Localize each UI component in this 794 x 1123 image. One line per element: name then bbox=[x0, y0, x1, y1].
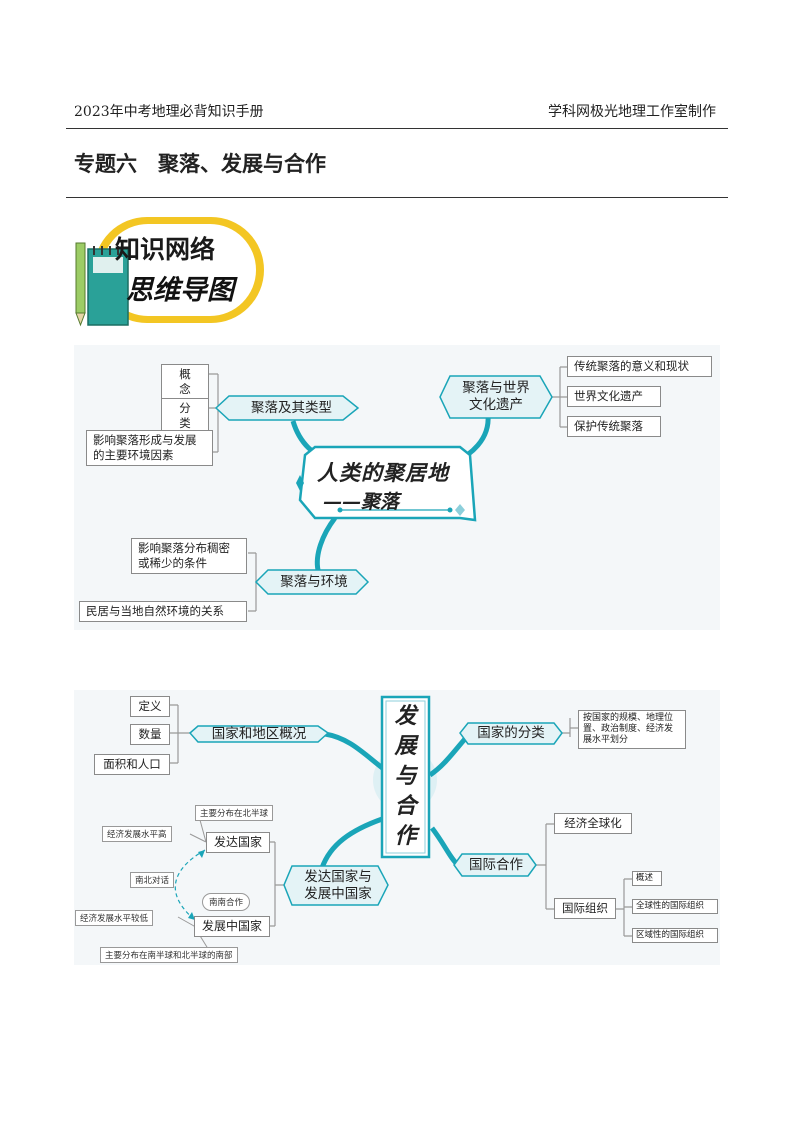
bracket-heritage bbox=[548, 366, 567, 428]
center-1-box bbox=[298, 445, 477, 522]
flower-icon-2 bbox=[455, 504, 465, 516]
leaf-developed-distribution: 主要分布在北半球 bbox=[195, 805, 274, 821]
title-rule bbox=[66, 197, 728, 198]
center-2-char-4: 合 bbox=[394, 793, 417, 819]
connector-dev bbox=[319, 815, 386, 869]
branch-classify-label: 国家的分类 bbox=[477, 725, 545, 741]
center-2-char-2: 展 bbox=[394, 733, 417, 759]
leaf-factors: 影响聚落形成与发展的主要环境因素 bbox=[86, 430, 213, 466]
badge-title-line1: 知识网络 bbox=[115, 235, 216, 264]
leaf-area-population: 面积和人口 bbox=[94, 754, 170, 775]
leaf-developed-economy: 经济发展水平高 bbox=[102, 826, 172, 842]
center-2: 发 展 与 合 作 bbox=[382, 697, 429, 857]
leaf-concept: 概 念 bbox=[161, 364, 209, 400]
leaf-protect-traditional: 保护传统聚落 bbox=[567, 416, 661, 437]
branch-heritage-line1: 聚落与世界 bbox=[462, 380, 530, 396]
branch-intl-label: 国际合作 bbox=[469, 856, 523, 873]
center-2-char-3: 与 bbox=[394, 763, 417, 789]
badge-graphic bbox=[75, 217, 264, 327]
center-1-line1: 人类的聚居地 bbox=[317, 460, 449, 485]
leaf-developing: 发展中国家 bbox=[194, 916, 270, 937]
branch-types-label: 聚落及其类型 bbox=[251, 399, 332, 416]
leaf-north-south-dialogue: 南北对话 bbox=[130, 872, 175, 888]
leaf-developing-distribution: 主要分布在南半球和北半球的南部 bbox=[100, 947, 238, 963]
center-1: 人类的聚居地 ——聚落 bbox=[305, 455, 477, 520]
center-2-char-1: 发 bbox=[394, 703, 417, 729]
badge-title-line2: 思维导图 bbox=[126, 275, 234, 306]
branch-heritage-box bbox=[439, 375, 553, 419]
leaf-quantity: 数量 bbox=[130, 724, 170, 745]
leaf-south-south-cooperation: 南南合作 bbox=[202, 893, 251, 911]
center-2-char-5: 作 bbox=[394, 823, 417, 849]
branch-dev-label: 发达国家与 发展中国家 bbox=[290, 866, 386, 905]
leaf-dwelling-relation: 民居与当地自然环境的关系 bbox=[79, 601, 247, 622]
branch-heritage-line2: 文化遗产 bbox=[469, 397, 523, 413]
leaf-distribution-conditions: 影响聚落分布稠密或稀少的条件 bbox=[131, 538, 247, 574]
branch-dev-line1: 发达国家与 bbox=[304, 868, 372, 885]
leaf-org-overview: 概述 bbox=[632, 871, 662, 886]
leaf-developing-economy: 经济发展水平较低 bbox=[75, 910, 154, 926]
leaf-classification-basis: 按国家的规模、地理位置、政治制度、经济发展水平划分 bbox=[578, 710, 686, 749]
leaf-definition: 定义 bbox=[130, 696, 170, 717]
leaf-world-heritage: 世界文化遗产 bbox=[567, 386, 661, 407]
leaf-globalization: 经济全球化 bbox=[554, 813, 632, 834]
connector-env bbox=[314, 516, 338, 571]
connector-overview bbox=[324, 731, 387, 772]
center-1-line2: ——聚落 bbox=[323, 491, 400, 513]
branch-heritage-label: 聚落与世界 文化遗产 bbox=[444, 376, 548, 418]
north-south-arrow bbox=[174, 849, 206, 921]
leaf-global-org: 全球性的国际组织 bbox=[632, 899, 718, 914]
branch-types-box bbox=[214, 395, 360, 421]
leaf-intl-org: 国际组织 bbox=[554, 898, 616, 919]
branch-env-box bbox=[254, 569, 370, 595]
leaf-regional-org: 区域性的国际组织 bbox=[632, 928, 718, 943]
leaf-traditional-meaning: 传统聚落的意义和现状 bbox=[567, 356, 712, 377]
branch-env-label: 聚落与环境 bbox=[280, 573, 348, 590]
topic-title: 专题六 聚落、发展与合作 bbox=[74, 152, 326, 176]
flower-icon bbox=[296, 475, 304, 491]
center-2-box bbox=[380, 695, 431, 859]
header-rule bbox=[66, 128, 728, 129]
header-right: 学科网极光地理工作室制作 bbox=[548, 104, 716, 120]
branch-overview-label: 国家和地区概况 bbox=[211, 725, 307, 742]
header-left: 2023年中考地理必背知识手册 bbox=[74, 104, 264, 120]
branch-dev-line2: 发展中国家 bbox=[304, 885, 372, 902]
leaf-developed: 发达国家 bbox=[206, 832, 270, 853]
